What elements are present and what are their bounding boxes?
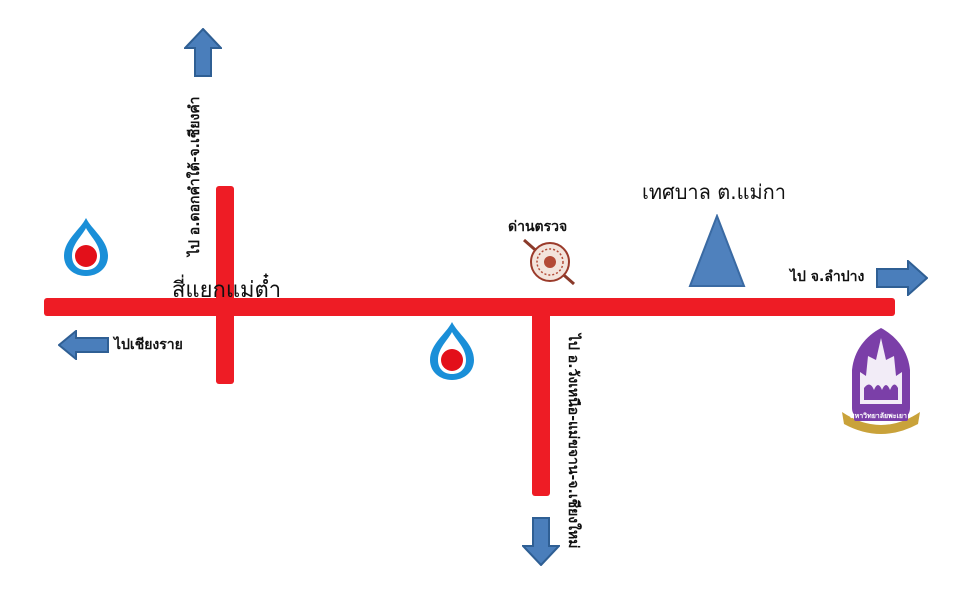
checkpoint-label: ด่านตรวจ <box>508 219 568 235</box>
arrow-right-icon <box>876 260 928 296</box>
to-lampang-label: ไป จ.ลำปาง <box>790 269 865 285</box>
road-south-center <box>532 308 550 496</box>
to-chiangrai-label: ไปเชียงราย <box>114 337 183 353</box>
gas-station-icon <box>64 218 108 276</box>
gas-station-icon <box>430 322 474 380</box>
intersection-label: สี่แยกแม่ต๋ำ <box>172 278 282 303</box>
road-north-left <box>216 186 234 384</box>
university-logo-text: มหาวิทยาลัยพะเยา <box>850 412 907 420</box>
to-north-route-label: ไป อ.ดอกคำใต้-จ.เชียงคำ <box>187 96 203 256</box>
arrow-left-icon <box>58 330 109 360</box>
university-logo-icon <box>842 328 920 434</box>
municipality-triangle-icon <box>688 214 746 287</box>
checkpoint-police-emblem-icon <box>523 238 575 286</box>
to-south-route-label: ไป อ.วังเหนือ-แม่ขจาน-จ.เชียงใหม่ <box>565 334 581 549</box>
arrow-up-icon <box>184 28 222 77</box>
arrow-down-icon <box>522 517 560 566</box>
municipality-label: เทศบาล ต.แม่กา <box>642 180 787 204</box>
main-road-horizontal <box>44 298 895 316</box>
